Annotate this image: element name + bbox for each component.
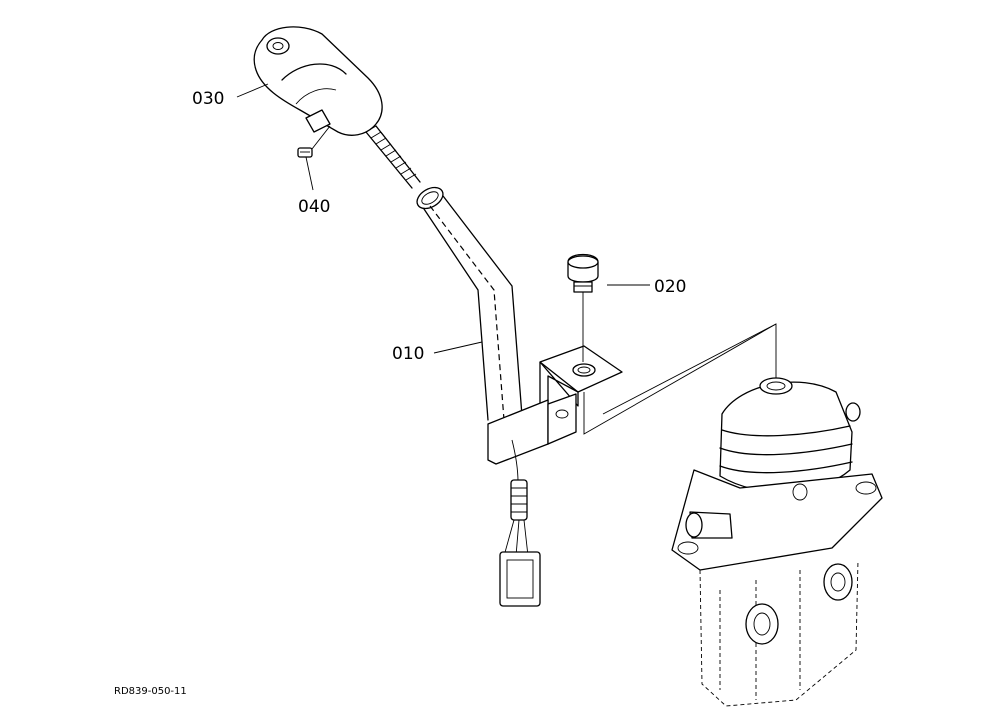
wiring-harness: [499, 439, 541, 607]
label-part-040: 040: [298, 197, 330, 217]
label-part-030: 030: [192, 89, 224, 109]
threaded-rod: [365, 125, 421, 189]
leader-lines: [236, 83, 650, 354]
label-part-020: 020: [654, 277, 686, 297]
set-screw: [297, 147, 313, 158]
mounting-bracket: [487, 345, 623, 465]
label-part-010: 010: [392, 344, 424, 364]
assembly-lines: [583, 323, 777, 435]
grip-knob: [253, 26, 383, 136]
control-valve: [671, 377, 883, 707]
lever-tube: [416, 186, 523, 421]
cap-bolt: [567, 253, 599, 362]
reference-code: RD839-050-11: [114, 686, 187, 697]
